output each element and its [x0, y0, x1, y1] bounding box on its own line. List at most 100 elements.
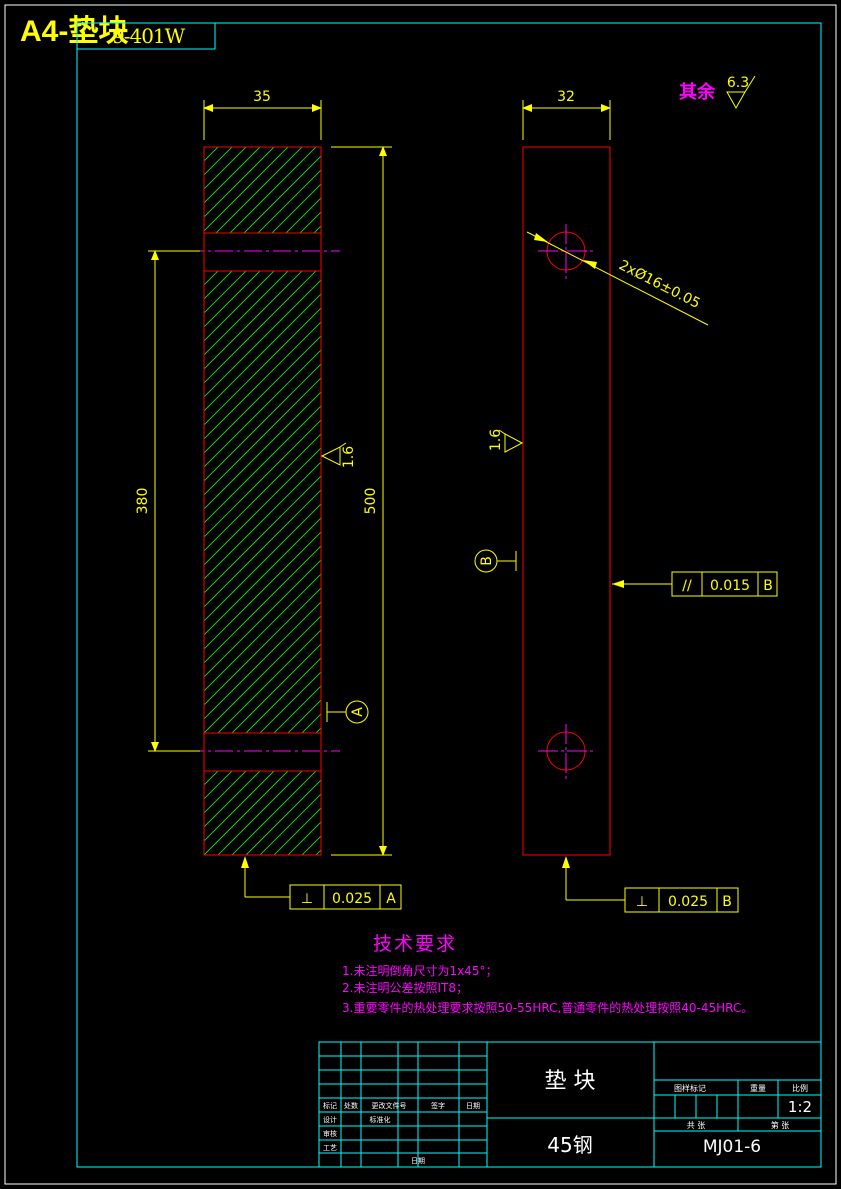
label-process: 工艺: [323, 1144, 337, 1152]
label-total: 共 张: [687, 1121, 706, 1130]
hatch-line: [204, 812, 321, 929]
hatch-line: [204, 419, 321, 538]
drawing-title: A4-垫块: [20, 15, 129, 48]
hatch-line: [204, 271, 289, 356]
hatch-line: [204, 771, 289, 855]
label-change-doc: 更改文件号: [372, 1101, 407, 1110]
hatch-line: [229, 147, 317, 233]
roughness-value-side: 1.6: [341, 446, 357, 468]
hole-leader-arrow1: [534, 233, 548, 242]
title-block-text: 垫 块 45钢 MJ01-6 1:2 图样标记 重量 比例 共 张 第 张 标记…: [323, 1069, 812, 1165]
hatch-line: [273, 807, 321, 855]
roughness-default-value: 6.3: [727, 75, 749, 91]
hatch-line: [204, 770, 321, 887]
hatch-line: [231, 771, 317, 855]
hatch-region: [204, 271, 321, 929]
outer-border: [4, 4, 837, 1185]
scale-value: 1:2: [788, 1098, 812, 1116]
label-sheet: 第 张: [771, 1120, 790, 1130]
hatch-line: [204, 271, 261, 328]
hole-leader: [526, 231, 709, 326]
label-design: 设计: [323, 1115, 337, 1124]
hatch-line: [204, 771, 205, 772]
roughness-default: 其余 6.3: [679, 75, 756, 110]
hatch-line: [243, 155, 321, 233]
label-ratio: 比例: [792, 1083, 808, 1093]
dim-hole-spacing: 380: [135, 488, 151, 515]
hatch-line: [204, 601, 321, 720]
hatch-line: [204, 391, 321, 510]
hatch-line: [273, 685, 321, 733]
hatch-line: [204, 293, 321, 412]
datum-b-letter: B: [479, 556, 495, 566]
hatch-line: [204, 587, 321, 706]
section-hatch: [204, 147, 321, 1065]
roughness-symbol-side: [320, 442, 347, 466]
hole-leader-arrow2: [583, 260, 597, 269]
hatch-line: [204, 771, 247, 814]
hatch-line: [215, 147, 303, 233]
front-view-outline: [522, 146, 611, 856]
hatch-line: [257, 169, 321, 233]
label-weight: 重量: [750, 1083, 766, 1093]
hatch-line: [204, 147, 233, 176]
datum-a-circle: [345, 700, 369, 724]
hatch-line: [204, 934, 321, 1051]
hatch-line: [231, 643, 321, 733]
roughness-default-label: 其余: [679, 81, 716, 103]
hatch-line: [285, 197, 321, 233]
header-box: [76, 22, 216, 50]
title-block: [318, 1041, 822, 1168]
hatch-line: [287, 821, 321, 855]
inner-frame: [76, 22, 822, 1168]
hatch-line: [204, 271, 233, 300]
hatch-line: [204, 147, 289, 232]
gdt-datum-parallel: B: [763, 578, 773, 594]
roughness-value-front: 1.6: [488, 429, 504, 451]
gdt-datum-front: B: [722, 894, 732, 910]
label-date: 日期: [466, 1102, 480, 1110]
hatch-line: [204, 906, 321, 1023]
gdt-frame-parallel: [671, 571, 778, 597]
datum-a-letter: A: [350, 707, 366, 717]
tech-heading: 技术要求: [373, 933, 457, 955]
hatch-line: [204, 279, 321, 398]
hatch-region: [204, 147, 321, 233]
hatch-line: [204, 433, 321, 552]
hatch-line: [204, 531, 321, 650]
hatch-line: [301, 713, 321, 733]
gdt-symbol-front: ⊥: [636, 894, 648, 910]
hatch-line: [259, 671, 321, 733]
hatch-line: [204, 461, 321, 580]
hatch-line: [204, 147, 275, 218]
hatch-line: [204, 335, 321, 454]
hatch-line: [204, 271, 303, 370]
hatch-line: [204, 447, 321, 566]
drawing-code-overlay: 9-401W: [112, 24, 185, 48]
hatch-line: [204, 271, 275, 342]
hatch-region: [204, 771, 321, 1065]
dim-length: 500: [363, 488, 379, 515]
hatch-line: [245, 657, 321, 733]
hatch-line: [204, 307, 321, 426]
gdt-tolerance-front: 0.025: [668, 894, 708, 910]
tech-item-2: 2.未注明公差按照IT8；: [342, 980, 468, 995]
hatch-line: [204, 771, 261, 828]
hatch-line: [271, 183, 321, 233]
hatch-line: [204, 742, 321, 859]
part-name: 垫 块: [545, 1069, 596, 1094]
hatch-line: [204, 771, 219, 786]
label-stage-mark: 图样标记: [674, 1083, 706, 1093]
label-review: 审核: [323, 1129, 337, 1138]
dim-width-front: 32: [557, 89, 575, 105]
hatch-line: [204, 948, 321, 1065]
hatch-line: [204, 559, 321, 678]
gdt-symbol-parallel: //: [682, 578, 692, 594]
gdt-frame-side: [289, 884, 402, 910]
label-signature: 签字: [431, 1101, 445, 1110]
label-count: 处数: [344, 1101, 358, 1110]
hatch-line: [287, 699, 321, 733]
hatch-line: [299, 211, 321, 233]
hatch-line: [204, 771, 275, 842]
dim-width-side: 35: [253, 89, 271, 105]
